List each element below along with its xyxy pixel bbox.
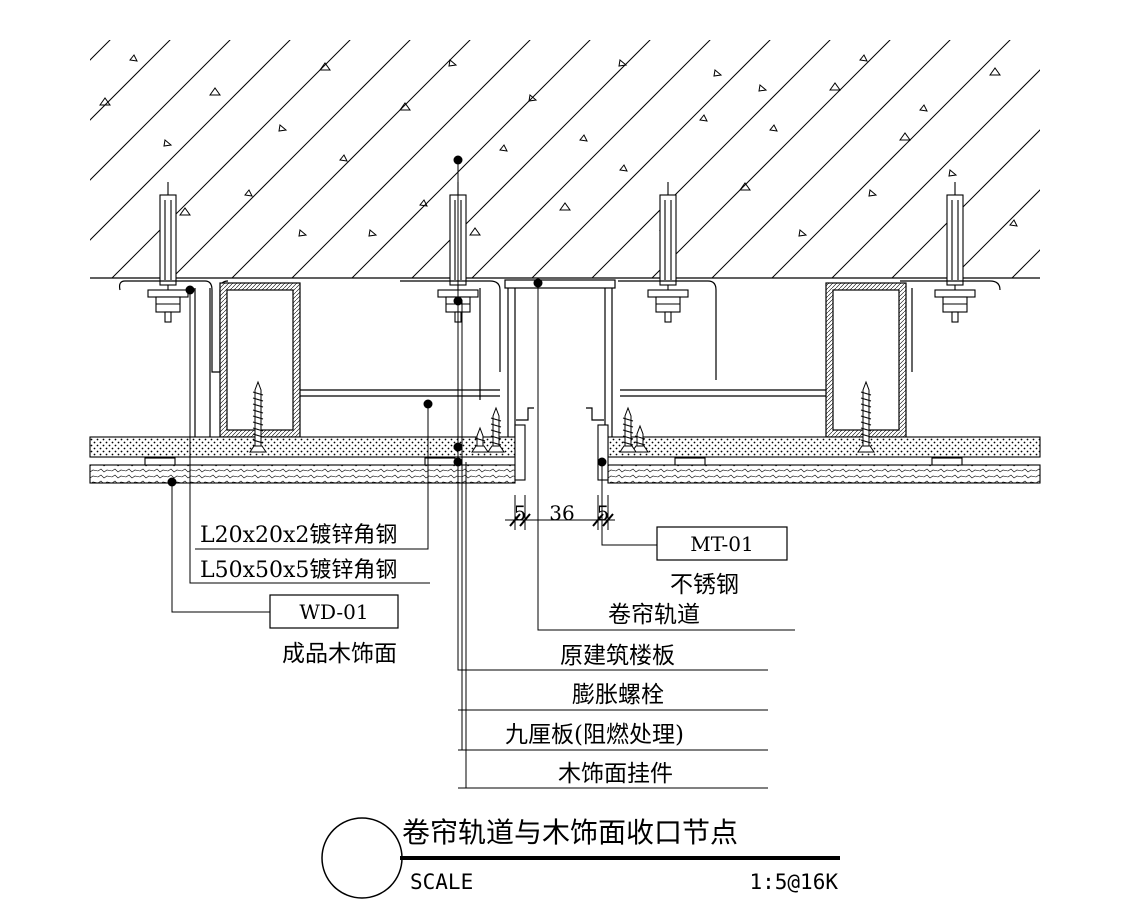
label-stainless: 不锈钢 bbox=[670, 572, 739, 598]
dimension-line bbox=[505, 495, 615, 530]
finish-layers bbox=[89, 424, 1041, 484]
mt-tag: MT-01 bbox=[690, 532, 753, 556]
label-slab: 原建筑楼板 bbox=[560, 643, 675, 669]
label-anchor-bolt: 膨胀螺栓 bbox=[572, 682, 664, 708]
label-angle-small: L20x20x2镀锌角钢 bbox=[200, 523, 397, 548]
concrete-slab bbox=[90, 40, 1040, 279]
drawing-title: 卷帘轨道与木饰面收口节点 bbox=[402, 816, 738, 849]
label-hanger: 木饰面挂件 bbox=[558, 761, 673, 787]
label-angle-large: L50x50x5镀锌角钢 bbox=[200, 558, 397, 583]
scale-label: SCALE bbox=[410, 870, 473, 894]
wd-tag: WD-01 bbox=[299, 600, 368, 624]
mt-tag-box bbox=[656, 526, 788, 561]
title-block bbox=[321, 817, 840, 899]
wood-screws bbox=[249, 380, 875, 453]
dim-left: 5 bbox=[514, 501, 527, 525]
leader-dots bbox=[167, 155, 607, 487]
wd-tag-box bbox=[269, 594, 399, 629]
leaders bbox=[171, 160, 795, 789]
dim-middle: 36 bbox=[549, 501, 574, 525]
scale-value: 1:5@16K bbox=[749, 870, 838, 894]
label-wood-finish: 成品木饰面 bbox=[282, 641, 397, 667]
label-plywood: 九厘板(阻燃处理) bbox=[505, 722, 684, 748]
dim-right: 5 bbox=[597, 501, 610, 525]
label-curtain-track: 卷帘轨道 bbox=[608, 602, 700, 628]
